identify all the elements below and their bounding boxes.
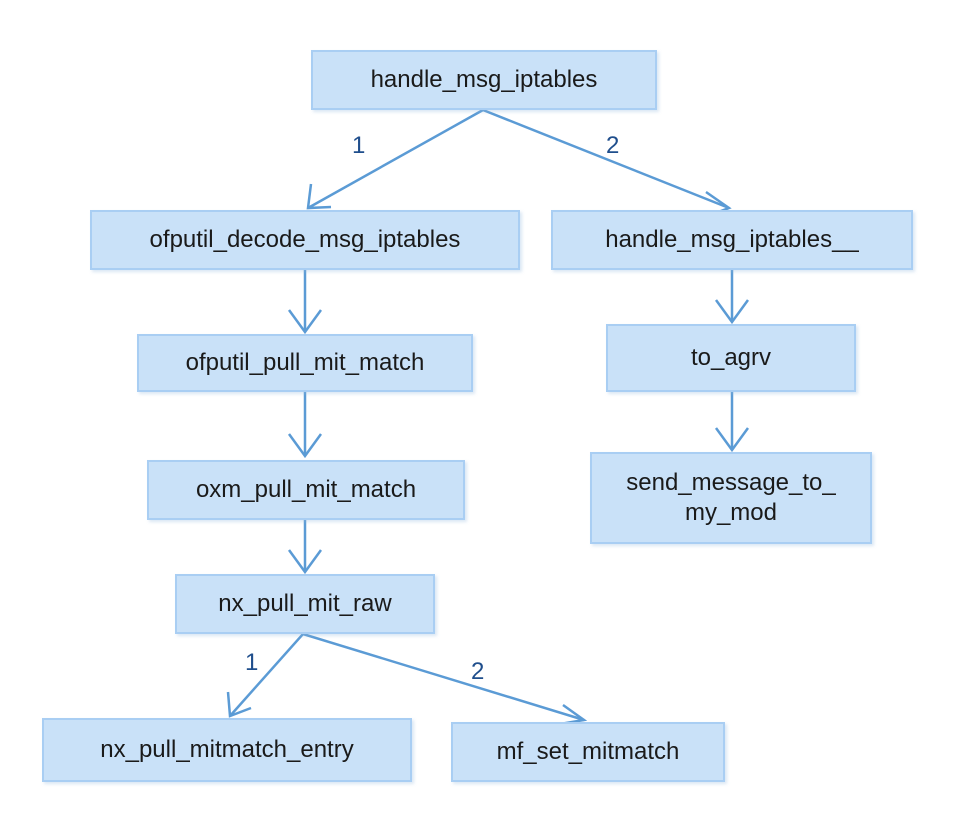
edge-agrv-to-send <box>714 392 750 453</box>
node-ofputil-decode-msg-iptables: ofputil_decode_msg_iptables <box>90 210 520 270</box>
node-label: handle_msg_iptables <box>370 66 598 93</box>
node-label: oxm_pull_mit_match <box>195 476 417 503</box>
edge-handle2-to-agrv <box>714 270 750 325</box>
edge-oxm-to-raw <box>287 520 323 575</box>
node-label: handle_msg_iptables__ <box>605 226 859 253</box>
edge-root-to-handle2 <box>482 108 732 217</box>
edge-raw-to-mf <box>302 632 588 726</box>
node-nx-pull-mit-raw: nx_pull_mit_raw <box>175 574 435 634</box>
node-mf-set-mitmatch: mf_set_mitmatch <box>451 722 725 782</box>
edge-label-root-1: 1 <box>352 132 366 159</box>
edge-label-raw-1: 1 <box>245 649 259 676</box>
node-label: to_agrv <box>690 344 772 371</box>
node-label: send_message_to_ my_mod <box>626 469 836 526</box>
node-label: mf_set_mitmatch <box>496 738 680 765</box>
edge-raw-to-entry <box>226 633 304 718</box>
node-handle-msg-iptables: handle_msg_iptables <box>311 50 657 110</box>
node-label: nx_pull_mitmatch_entry <box>100 736 354 763</box>
edge-root-to-decode <box>306 108 484 210</box>
node-to-agrv: to_agrv <box>606 324 856 392</box>
edge-label-raw-2: 2 <box>471 658 485 685</box>
node-label: ofputil_pull_mit_match <box>185 349 425 376</box>
node-nx-pull-mitmatch-entry: nx_pull_mitmatch_entry <box>42 718 412 782</box>
edge-decode-to-pull <box>287 270 323 335</box>
edge-pull-to-oxm <box>287 392 323 459</box>
node-handle-msg-iptables-underscore: handle_msg_iptables__ <box>551 210 913 270</box>
edge-label-root-2: 2 <box>606 132 620 159</box>
node-ofputil-pull-mit-match: ofputil_pull_mit_match <box>137 334 473 392</box>
node-send-message-to-my-mod: send_message_to_ my_mod <box>590 452 872 544</box>
node-label: nx_pull_mit_raw <box>218 590 392 617</box>
node-oxm-pull-mit-match: oxm_pull_mit_match <box>147 460 465 520</box>
node-label: ofputil_decode_msg_iptables <box>149 226 461 253</box>
